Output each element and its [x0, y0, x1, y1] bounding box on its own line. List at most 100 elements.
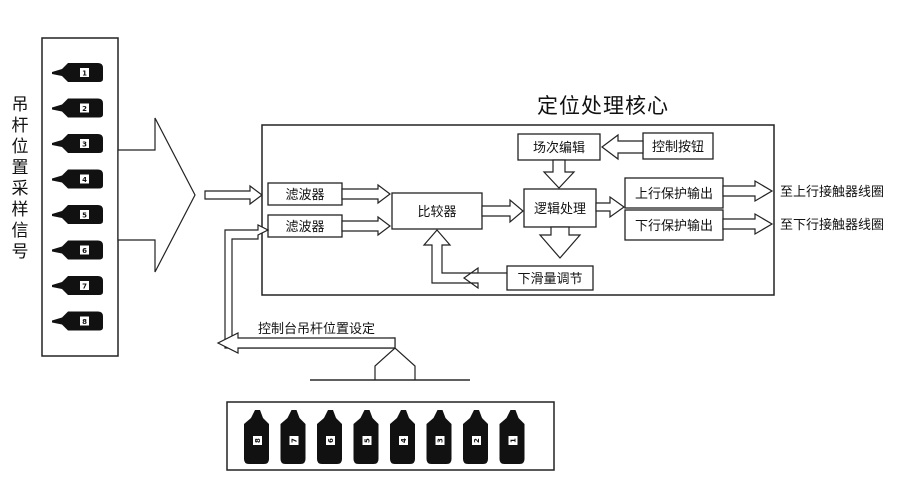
sensor-body [52, 205, 103, 224]
sensor-number-badge [80, 245, 89, 255]
sensor-number-badge [80, 174, 89, 184]
sensor-icon: 5 [353, 410, 379, 464]
sensor-number: 6 [327, 438, 335, 443]
sensor-body [52, 169, 103, 189]
logic-label: 逻辑处理 [534, 202, 586, 217]
sensor-body [52, 134, 103, 153]
slide-to-comparator-arrow [422, 229, 507, 290]
sensor-number: 8 [82, 318, 87, 326]
side-label-char: 采 [12, 179, 29, 199]
sensor-body [52, 98, 103, 118]
sensor-number-badge [253, 436, 262, 445]
sensor-number: 4 [400, 438, 408, 443]
sensor-number-badge [80, 103, 89, 113]
sensor-number: 1 [82, 70, 87, 78]
sensor-icon: 8 [52, 311, 103, 331]
button-to-scene-arrow [601, 133, 644, 161]
sensor-body [52, 240, 103, 260]
sensor-icon: 1 [52, 63, 103, 82]
filter1-to-comparator-arrow [341, 183, 391, 205]
sensor-number: 2 [82, 105, 87, 113]
sensor-icon: 2 [463, 410, 488, 464]
sensor-number-badge [326, 436, 335, 445]
control-button-box [642, 132, 714, 160]
slide-adjust-box [506, 265, 594, 291]
sensor-icon: 5 [52, 205, 103, 224]
up-output-arrow [722, 179, 774, 203]
sensor-number-badge [80, 316, 89, 326]
sensor-number: 5 [364, 438, 372, 443]
sensor-number-badge [80, 210, 89, 219]
sensor-number-badge [399, 436, 408, 445]
filter-label-2: 滤波器 [285, 220, 324, 235]
comparator-to-logic-arrow [481, 198, 524, 224]
side-label-char: 置 [12, 158, 29, 178]
sensor-number: 5 [82, 212, 87, 220]
sensor-number: 6 [82, 247, 87, 255]
sensor-number: 3 [437, 438, 445, 443]
core-title: 定位处理核心 [537, 94, 669, 118]
sensor-body [52, 63, 103, 82]
sensor-icon: 4 [390, 410, 415, 464]
side-label-char: 吊 [12, 95, 29, 115]
sensor-number-badge [80, 68, 89, 77]
side-label-char: 样 [12, 200, 29, 220]
sensor-number: 8 [254, 438, 262, 443]
sensor-number: 2 [473, 438, 481, 443]
filter-label-1: 滤波器 [285, 188, 324, 203]
side-label-char: 杆 [12, 116, 29, 136]
input-arrow [204, 184, 263, 206]
sensor-icon: 3 [52, 134, 103, 153]
sensor-icon: 7 [280, 410, 306, 464]
sensor-number-badge [472, 436, 481, 445]
logic-to-output-arrow [595, 195, 626, 219]
control-button-label: 控制按钮 [652, 140, 704, 155]
up-target-label: 至上行接触器线圈 [780, 184, 884, 200]
scene-to-logic-arrow [542, 159, 576, 189]
down-output-arrow [722, 212, 774, 236]
sensor-number-badge [435, 436, 445, 445]
sensor-icon: 7 [52, 276, 103, 295]
console-left-arrow [216, 332, 396, 354]
sensor-number: 7 [291, 438, 299, 443]
sensor-body [52, 276, 103, 295]
sensor-number-badge [80, 281, 89, 290]
sensor-icon: 6 [317, 410, 342, 464]
scene-edit-box [517, 133, 601, 161]
sensor-number: 4 [82, 176, 87, 184]
left-sensor-panel [41, 37, 119, 357]
scene-edit-label: 场次编辑 [533, 140, 585, 156]
side-label-char: 位 [12, 137, 29, 157]
sensor-icon: 2 [52, 98, 103, 118]
console-funnel-arrow [310, 347, 470, 381]
up-output-box [624, 177, 724, 209]
side-label-char: 信 [12, 221, 29, 241]
logic-down-arrow [538, 226, 582, 259]
sensor-icon: 3 [426, 410, 452, 464]
sensor-icon: 4 [52, 169, 103, 189]
up-output-label: 上行保护输出 [635, 186, 713, 202]
comparator-label: 比较器 [417, 205, 456, 220]
sensor-number-badge [80, 139, 89, 148]
console-label: 控制台吊杆位置设定 [258, 322, 375, 337]
sensor-number: 7 [82, 283, 87, 291]
side-label-char: 号 [12, 242, 29, 262]
sensor-number: 3 [82, 141, 87, 149]
sensor-number-badge [508, 436, 518, 445]
sensor-number-badge [362, 436, 372, 445]
sensor-icon: 8 [244, 410, 269, 464]
left-sensor-group: 1 2 3 4 5 6 7 8 [52, 63, 103, 331]
sensor-icon: 1 [499, 410, 525, 464]
down-target-label: 至下行接触器线圈 [780, 217, 884, 233]
sensor-number-badge [289, 436, 299, 445]
sensor-number: 1 [510, 438, 518, 443]
slide-adjust-label: 下滑量调节 [517, 272, 582, 287]
sensor-icon: 6 [52, 240, 103, 260]
filter2-to-comparator-arrow [341, 215, 391, 237]
down-output-label: 下行保护输出 [635, 218, 713, 234]
sampling-funnel-arrow [117, 117, 196, 273]
bottom-sensor-group: 8 7 6 5 4 3 2 1 [244, 410, 525, 464]
sensor-body [52, 311, 103, 331]
